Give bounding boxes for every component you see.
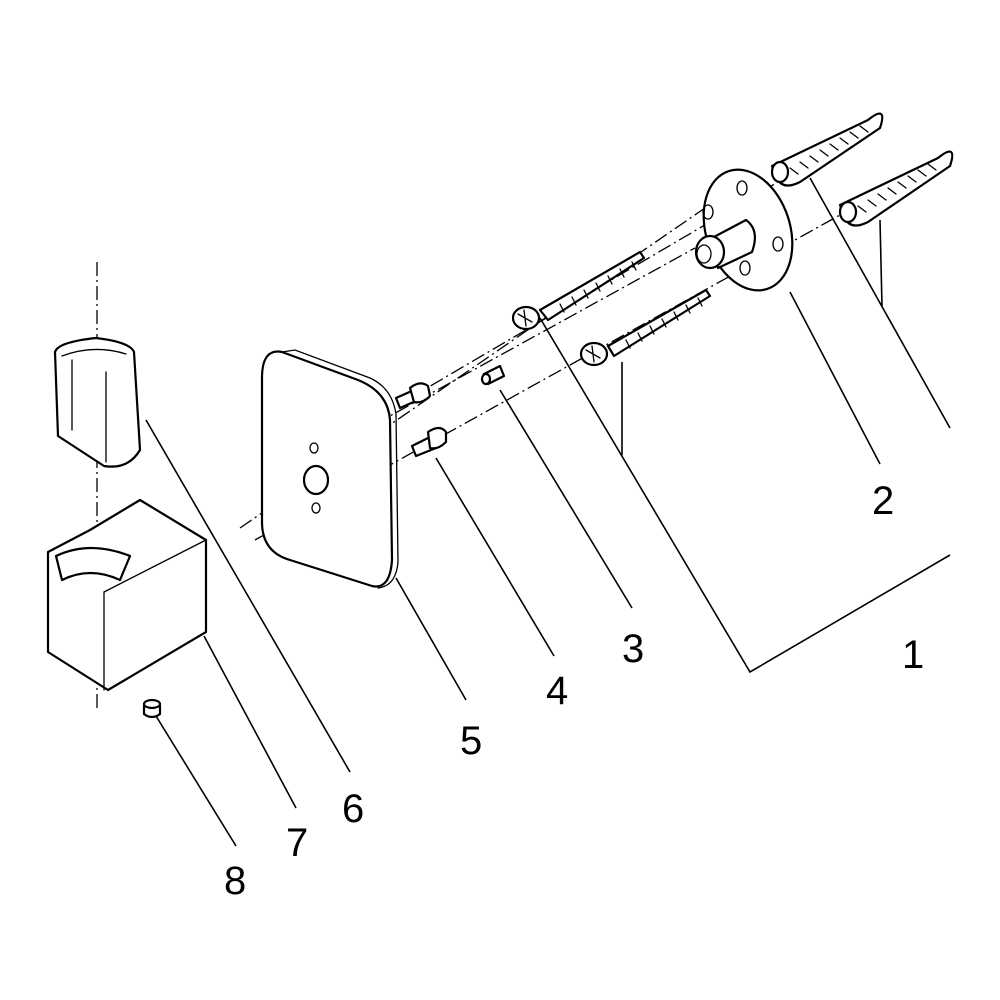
part-1-wall-anchor-upper	[770, 112, 884, 187]
leader-4	[435, 457, 555, 657]
axis-line-upper-screw	[239, 207, 706, 529]
part-4-set-screw-upper	[394, 382, 432, 410]
callout-labels: 1 2 3 4 5 6 7 8	[224, 479, 924, 903]
part-2-wall-flange	[694, 168, 794, 292]
leader-7	[203, 635, 297, 809]
part-1-wood-screw-upper	[511, 250, 646, 331]
part-5-cover-plate	[260, 349, 399, 589]
leader-2-anchor	[809, 177, 951, 429]
leader-3	[499, 389, 633, 609]
part-6-holder-sleeve	[53, 336, 142, 468]
leader-1-anchor	[879, 219, 883, 307]
part-1-wood-screw-lower	[579, 288, 712, 367]
callout-4: 4	[546, 669, 568, 713]
part-7-holder-body	[46, 498, 208, 692]
callout-6: 6	[342, 787, 364, 831]
part-4-set-screw-lower	[410, 426, 448, 458]
part-3-pin	[480, 364, 506, 386]
callout-2: 2	[872, 479, 894, 523]
callout-7: 7	[286, 821, 308, 865]
leader-lines	[145, 177, 951, 847]
callout-5: 5	[460, 719, 482, 763]
leader-8	[155, 715, 237, 847]
leader-6	[145, 419, 351, 773]
callout-8: 8	[224, 859, 246, 903]
leader-5	[395, 577, 467, 701]
callout-1: 1	[902, 633, 924, 677]
leader-2	[789, 291, 881, 465]
callout-3: 3	[622, 627, 644, 671]
part-1-wall-anchor-lower	[838, 150, 954, 227]
leader-1-upper	[539, 317, 951, 674]
part-8-end-cap	[142, 698, 162, 719]
